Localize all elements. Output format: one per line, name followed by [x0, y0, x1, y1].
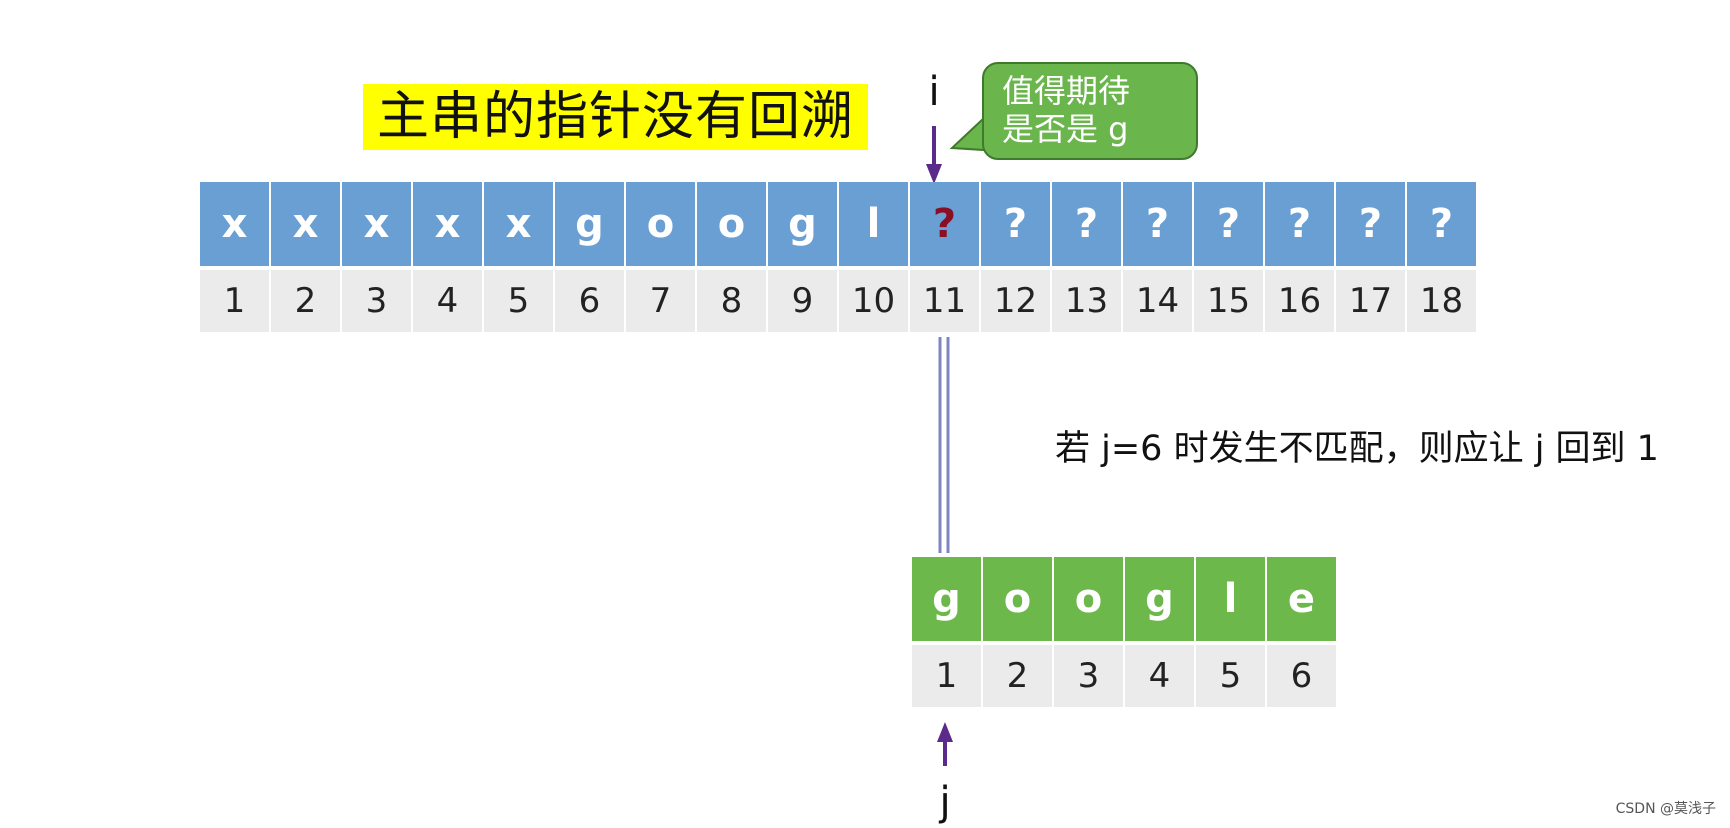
main-string-index: 11: [910, 270, 979, 332]
pattern-string-index: 2: [983, 645, 1052, 707]
main-string-char: x: [413, 182, 482, 266]
pattern-string-char: l: [1196, 557, 1265, 641]
main-string-char: ?: [1194, 182, 1263, 266]
main-string-index: 2: [271, 270, 340, 332]
main-string-cell: ?11: [910, 182, 979, 332]
main-string-char: ?: [1407, 182, 1476, 266]
main-string-char: x: [200, 182, 269, 266]
main-string-index: 5: [484, 270, 553, 332]
main-string-index: 7: [626, 270, 695, 332]
main-string-char: x: [342, 182, 411, 266]
main-string-index: 4: [413, 270, 482, 332]
main-string-index: 14: [1123, 270, 1192, 332]
main-string-char: ?: [1265, 182, 1334, 266]
callout-line-1: 值得期待: [1002, 72, 1131, 110]
main-string-char: ?: [981, 182, 1050, 266]
pointer-i-label: i: [928, 69, 940, 115]
callout-tail: [949, 115, 985, 152]
callout-bubble: 值得期待 是否是 g: [982, 62, 1198, 160]
main-string-index: 3: [342, 270, 411, 332]
main-string-cell: ?12: [981, 182, 1050, 332]
main-string-index: 13: [1052, 270, 1121, 332]
main-string-cell: ?18: [1407, 182, 1476, 332]
main-string-char: g: [555, 182, 624, 266]
alignment-line: [938, 337, 950, 553]
main-string-char: g: [768, 182, 837, 266]
main-string-index: 18: [1407, 270, 1476, 332]
condition-text: 若 j=6 时发生不匹配，则应让 j 回到 1: [1055, 429, 1659, 469]
main-string-index: 9: [768, 270, 837, 332]
pattern-string-char: g: [1125, 557, 1194, 641]
main-string-char: ?: [910, 182, 979, 266]
main-string-index: 1: [200, 270, 269, 332]
pattern-string-char: g: [912, 557, 981, 641]
pointer-j-arrow: [937, 722, 953, 766]
pointer-j-label: j: [939, 779, 951, 825]
main-string-char: x: [271, 182, 340, 266]
main-string-index: 6: [555, 270, 624, 332]
main-string-index: 17: [1336, 270, 1405, 332]
pointer-i-arrow: [926, 126, 942, 184]
pattern-string-char: o: [983, 557, 1052, 641]
watermark: CSDN @莫浅子: [1615, 801, 1716, 817]
main-string-cell: ?15: [1194, 182, 1263, 332]
main-string-char: o: [697, 182, 766, 266]
main-string-index: 16: [1265, 270, 1334, 332]
main-string-cell: ?17: [1336, 182, 1405, 332]
pattern-string-index: 3: [1054, 645, 1123, 707]
main-string-char: x: [484, 182, 553, 266]
main-string-char: o: [626, 182, 695, 266]
pattern-string-index: 4: [1125, 645, 1194, 707]
main-string-index: 10: [839, 270, 908, 332]
main-string-char: ?: [1336, 182, 1405, 266]
callout-line-2: 是否是 g: [1002, 110, 1129, 148]
main-string-index: 8: [697, 270, 766, 332]
main-string-cell: ?16: [1265, 182, 1334, 332]
pattern-string-index: 5: [1196, 645, 1265, 707]
pattern-string-index: 1: [912, 645, 981, 707]
slide-title: 主串的指针没有回溯: [363, 84, 868, 150]
pattern-string-char: e: [1267, 557, 1336, 641]
main-string-char: ?: [1123, 182, 1192, 266]
main-string-cell: ?14: [1123, 182, 1192, 332]
main-string-cell: ?13: [1052, 182, 1121, 332]
pattern-string-index: 6: [1267, 645, 1336, 707]
main-string-index: 12: [981, 270, 1050, 332]
main-string-char: ?: [1052, 182, 1121, 266]
main-string-index: 15: [1194, 270, 1263, 332]
main-string-char: l: [839, 182, 908, 266]
pattern-string-char: o: [1054, 557, 1123, 641]
